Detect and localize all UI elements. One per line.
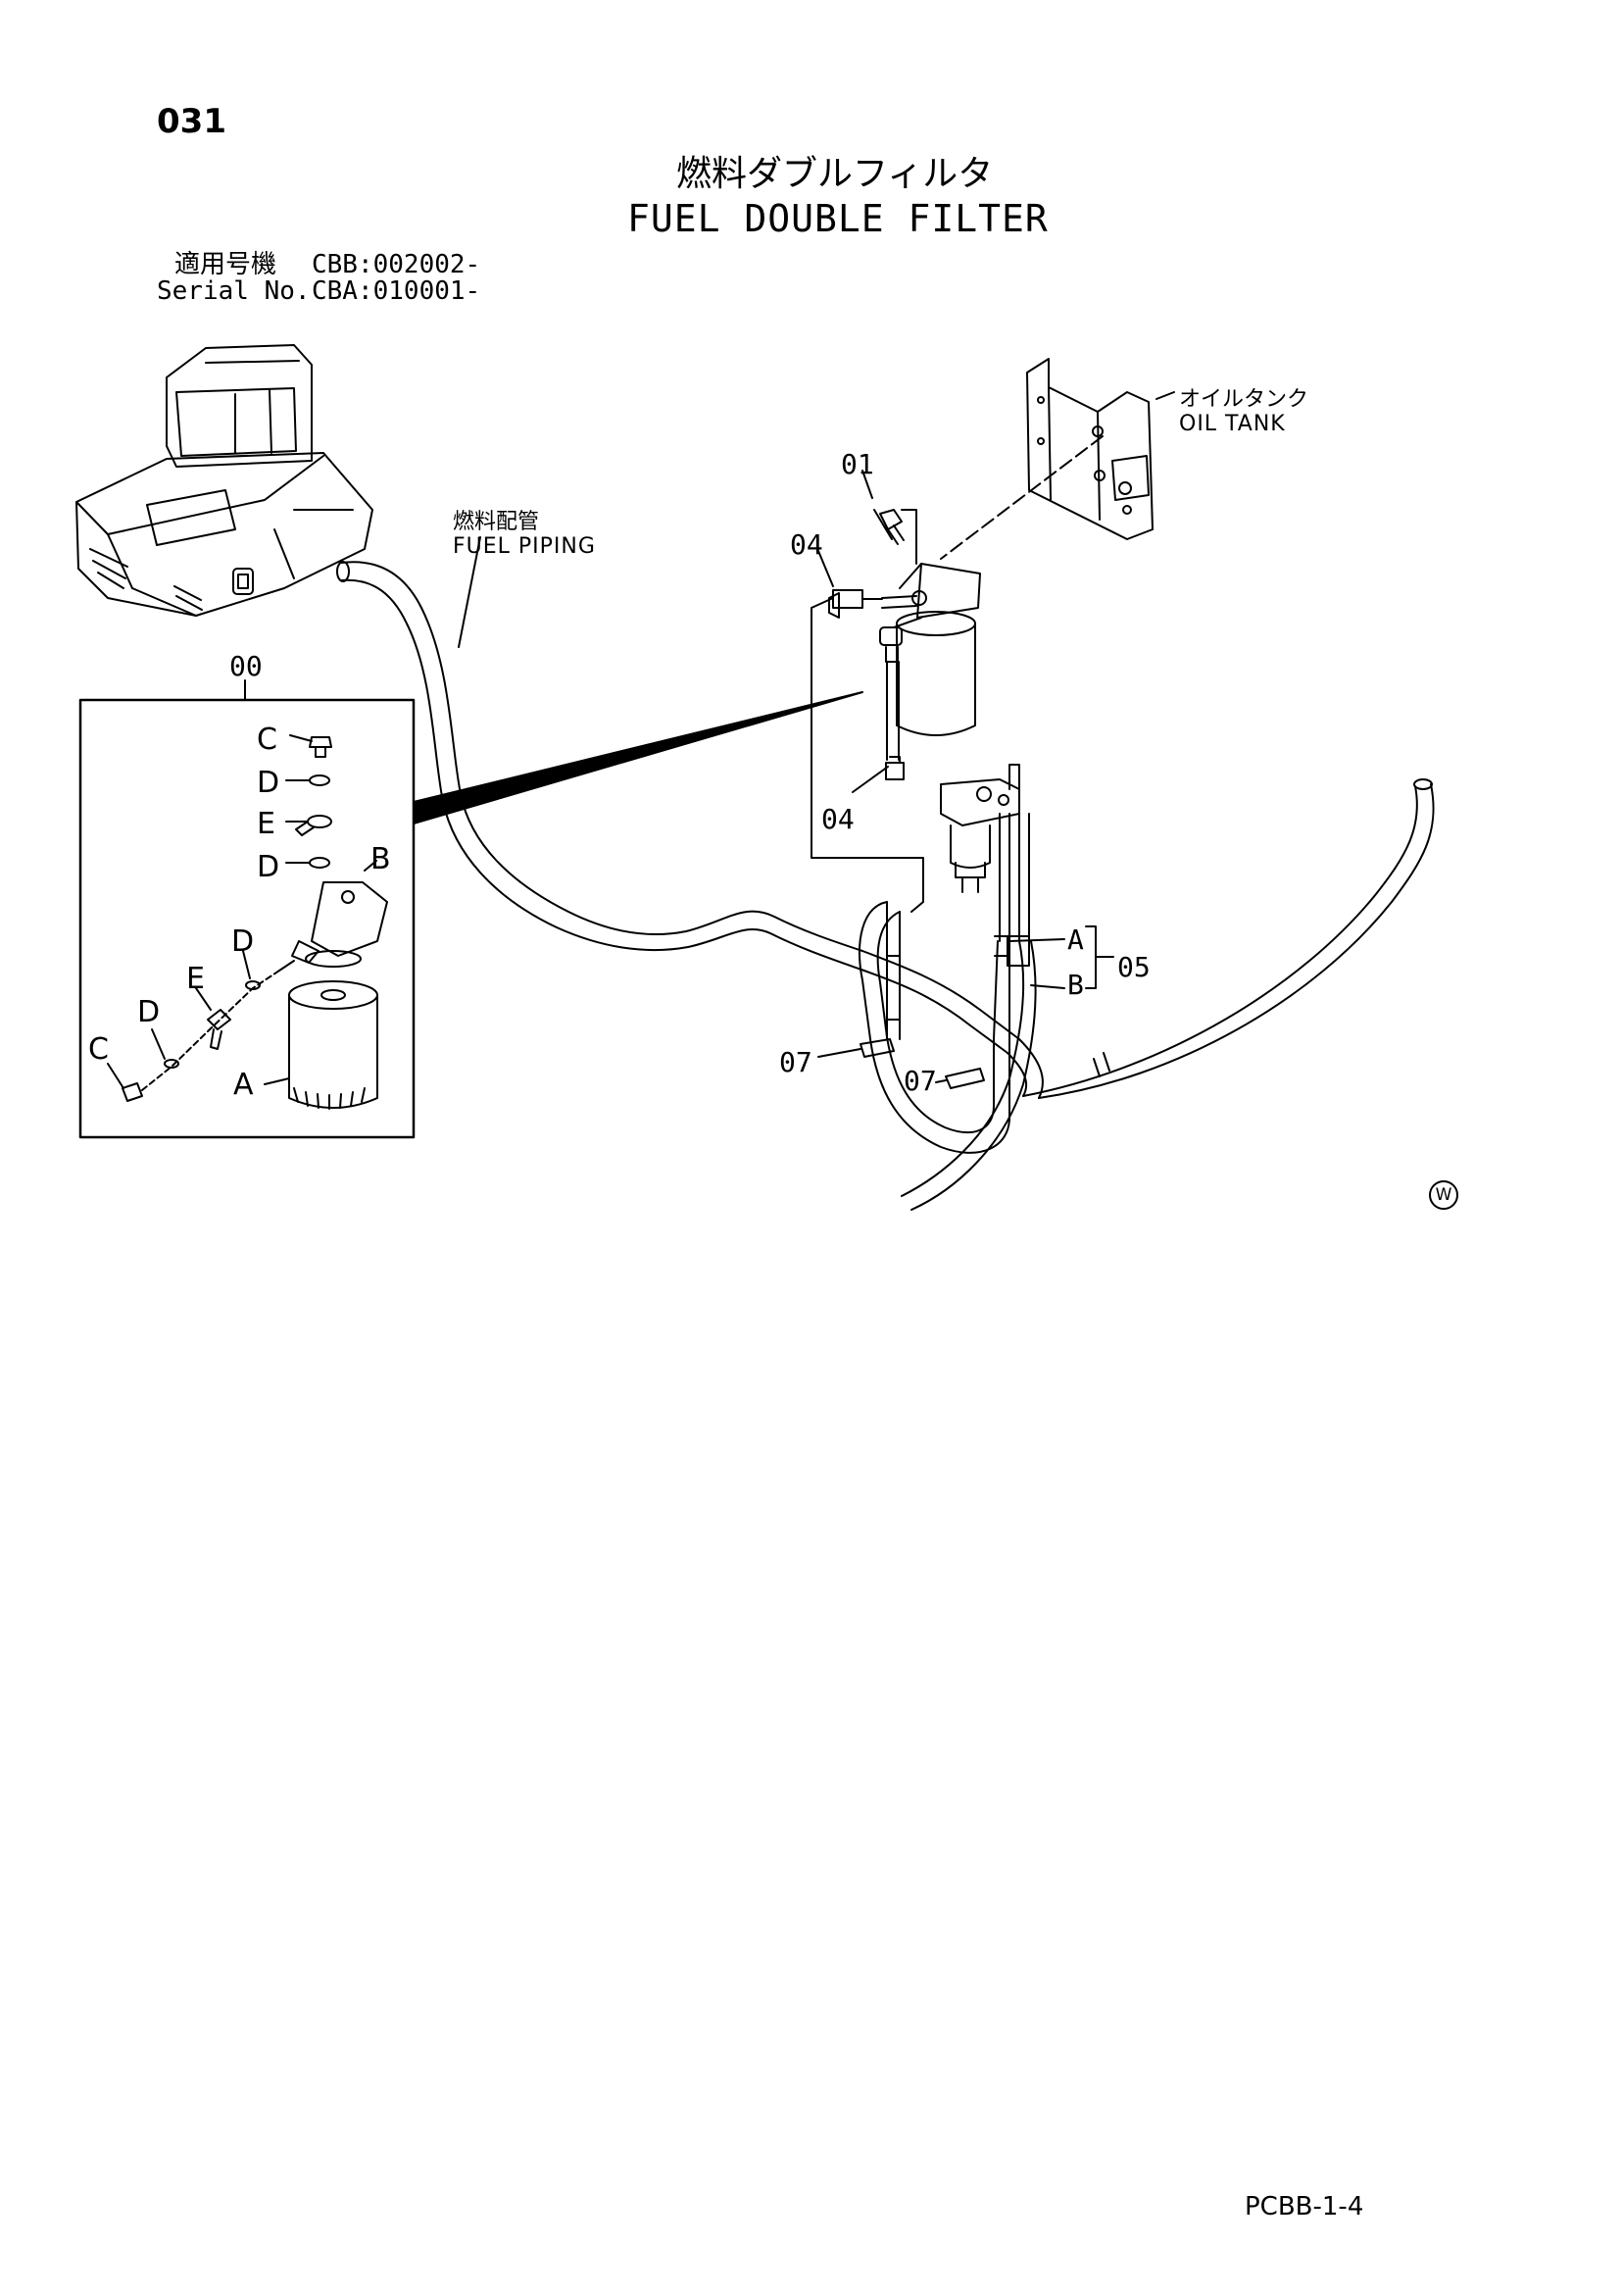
w-circle-mark: W [1429, 1180, 1458, 1210]
part-number-04-lower: 04 [821, 803, 855, 835]
oil-tank-bracket [940, 358, 1175, 560]
fuel-piping-label-en: FUEL PIPING [453, 534, 596, 559]
upper-fuel-filter [811, 470, 981, 913]
oil-tank-label-jp: オイルタンク [1179, 387, 1309, 412]
excavator-illustration [75, 344, 373, 617]
serial-cba: CBA:010001- [312, 276, 481, 306]
inset-letter-d-mid: D [257, 850, 280, 884]
part-number-05: 05 [1117, 951, 1151, 983]
inset-letter-a: A [233, 1068, 254, 1102]
lower-fuel-filter [940, 764, 1030, 942]
part-number-07-right: 07 [904, 1065, 937, 1097]
inset-letter-c-low: C [88, 1032, 109, 1067]
part-number-00: 00 [229, 650, 263, 682]
applicable-label-jp: 適用号機 [174, 250, 277, 279]
part-number-04-upper: 04 [790, 528, 823, 561]
page-number: 031 [157, 102, 226, 141]
inset-letter-d-left: D [231, 924, 255, 959]
title-english: FUEL DOUBLE FILTER [627, 197, 1049, 240]
title-japanese: 燃料ダブルフィルタ [676, 154, 994, 194]
serial-label-en: Serial No. [157, 276, 311, 306]
footer-code: PCBB-1-4 [1245, 2192, 1364, 2221]
inset-letter-e-left: E [186, 962, 205, 996]
hose-letter-b: B [1067, 969, 1084, 1001]
inset-letter-c-top: C [257, 723, 277, 757]
inset-letter-d-top: D [257, 766, 280, 800]
inset-exploded-view [78, 679, 863, 1139]
inset-letter-d-low: D [137, 995, 161, 1029]
oil-tank-label-en: OIL TANK [1179, 412, 1286, 436]
hoses-a-b [817, 901, 1114, 1211]
serial-cbb: CBB:002002- [312, 250, 481, 279]
hose-letter-a: A [1067, 923, 1084, 956]
part-number-01: 01 [841, 448, 874, 480]
inset-letter-e-top: E [257, 807, 275, 841]
fuel-piping-label-jp: 燃料配管 [453, 510, 540, 534]
inset-letter-b: B [370, 842, 391, 876]
part-number-07-left: 07 [779, 1046, 812, 1078]
fuel-piping-hose [336, 536, 1435, 1099]
